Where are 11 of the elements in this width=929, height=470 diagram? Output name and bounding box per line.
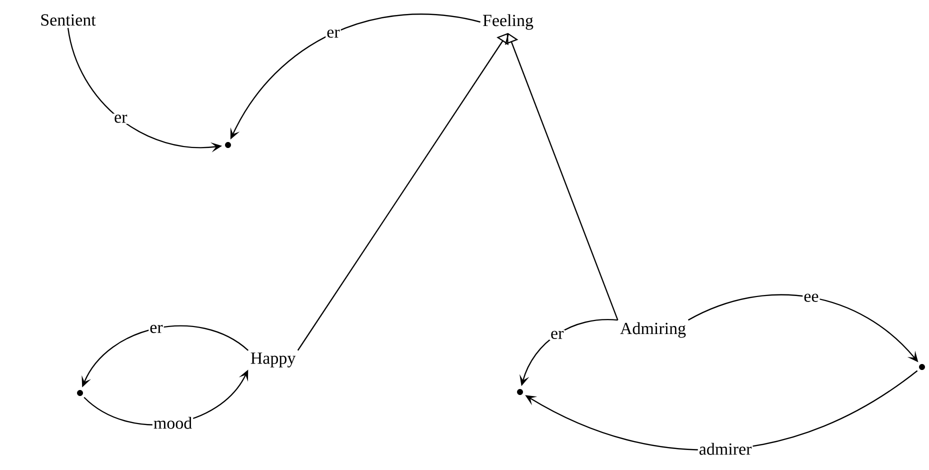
node-label: Admiring	[620, 322, 686, 338]
edge-label: er	[113, 114, 128, 124]
edge-label: er	[148, 324, 164, 334]
edge-label: er	[550, 330, 565, 340]
edge-label: admirer	[698, 442, 753, 456]
edge-label: ee	[802, 292, 820, 303]
node-label: Happy	[250, 352, 296, 368]
node-label: Feeling	[483, 14, 534, 30]
edge-label: er	[326, 28, 341, 39]
edge-label: mood	[152, 416, 194, 430]
node-label: Sentient	[41, 14, 96, 26]
